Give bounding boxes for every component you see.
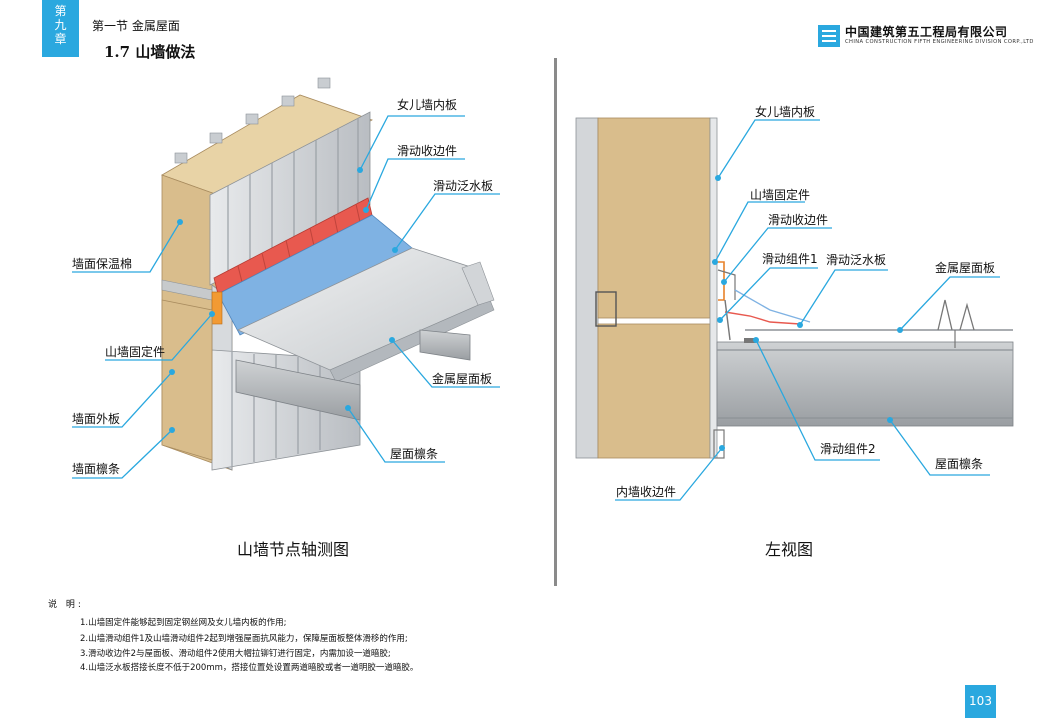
company-name-en: CHINA CONSTRUCTION FIFTH ENGINEERING DIV… — [845, 39, 1034, 45]
notes-title: 说 明: — [48, 600, 84, 610]
left-leaders — [72, 115, 500, 479]
right-leaders — [615, 119, 1000, 501]
label-slide-comp2: 滑动组件2 — [820, 442, 876, 456]
label-gable-fixer-side: 山墙固定件 — [750, 188, 811, 202]
side-view — [575, 117, 1014, 459]
chapter-char: 章 — [54, 32, 67, 46]
isometric-view — [161, 77, 495, 471]
label-parapet-inner-side: 女儿墙内板 — [755, 105, 816, 119]
page-number: 103 — [965, 685, 996, 718]
company-name: 中国建筑第五工程局有限公司 — [845, 25, 1008, 39]
center-divider — [554, 58, 557, 586]
gable-fixer-orange — [211, 291, 223, 325]
label-slide-flashing: 滑动泛水板 — [433, 179, 494, 193]
label-wall-insulation: 墙面保温棉 — [72, 257, 133, 271]
wall-purlin-section — [595, 291, 617, 327]
wall-steel-outer — [575, 117, 599, 459]
label-slide-flashing-side: 滑动泛水板 — [826, 253, 887, 267]
left-caption: 山墙节点轴测图 — [237, 540, 350, 559]
right-leader-dots — [712, 175, 903, 451]
label-slide-comp1: 滑动组件1 — [762, 252, 818, 266]
insulation-lower — [161, 299, 213, 461]
roof-purlin-2 — [419, 329, 471, 361]
label-slide-edge-side: 滑动收边件 — [768, 213, 829, 227]
note-item: 4.山墙泛水板搭接长度不低于200mm，搭接位置处设置两道暗胶或者一道明胶一道暗… — [80, 663, 419, 673]
page-title: 1.7 山墙做法 — [104, 43, 196, 61]
wall-inner-panel — [709, 117, 718, 459]
label-parapet-inner: 女儿墙内板 — [397, 98, 458, 112]
chapter-char: 九 — [54, 18, 67, 32]
label-metal-roof-side: 金属屋面板 — [935, 261, 996, 275]
chapter-char: 第 — [54, 4, 67, 18]
label-inner-edge: 内墙收边件 — [616, 485, 677, 499]
label-gable-fixer: 山墙固定件 — [105, 345, 166, 359]
slide-edge-section — [717, 269, 736, 300]
wall-insulation-lower — [597, 323, 711, 459]
label-wall-outer: 墙面外板 — [72, 412, 121, 426]
left-leader-dots — [169, 167, 398, 433]
label-roof-purlin-side: 屋面檩条 — [935, 457, 984, 471]
right-caption: 左视图 — [765, 540, 814, 559]
slide-flashing-section — [734, 289, 811, 323]
note-item: 2.山墙滑动组件1及山墙滑动组件2起到增强屋面抗风能力，保障屋面板整体滑移的作用… — [80, 634, 408, 644]
roof-purlin — [235, 359, 361, 421]
chapter-tab: 第 九 章 — [42, 0, 79, 57]
label-wall-purlin: 墙面檩条 — [72, 462, 121, 476]
slide-comp1-section — [724, 311, 801, 325]
company-logo-icon — [818, 25, 840, 47]
note-item: 1.山墙固定件能够起到固定钢丝网及女儿墙内板的作用; — [80, 618, 287, 628]
roof-rib-end — [461, 261, 495, 306]
label-metal-roof: 金属屋面板 — [432, 372, 493, 386]
roof-rib — [329, 299, 495, 383]
label-roof-purlin: 屋面檩条 — [390, 447, 439, 461]
wall-insulation-upper — [597, 117, 711, 319]
roof-purlin-section — [716, 341, 1014, 427]
section-title: 第一节 金属屋面 — [92, 19, 180, 33]
label-slide-edge: 滑动收边件 — [397, 144, 458, 158]
note-item: 3.滑动收边件2与屋面板、滑动组件2使用大帽拉铆钉进行固定，内需加设一道暗胶; — [80, 649, 391, 659]
inner-edge-section — [713, 429, 725, 459]
